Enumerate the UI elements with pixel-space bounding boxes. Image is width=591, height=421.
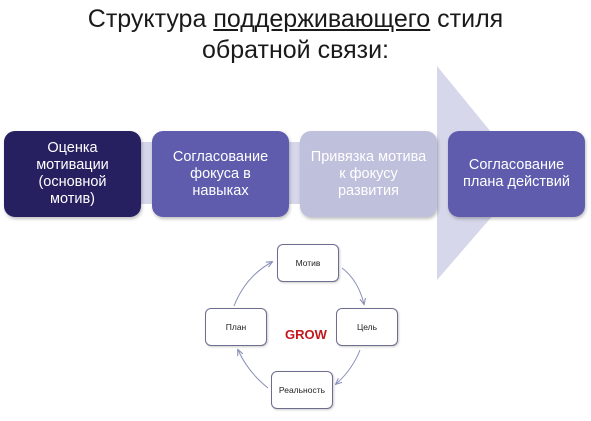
cycle-node-plan: План bbox=[205, 308, 267, 346]
title-underlined-word: поддерживающего bbox=[213, 5, 431, 33]
grow-label: GROW bbox=[285, 327, 327, 342]
title-line2: обратной связи: bbox=[202, 36, 389, 64]
slide-title: Структура поддерживающего стиля обратной… bbox=[0, 4, 591, 66]
cycle-node-goal: Цель bbox=[336, 308, 398, 346]
step3-line1: Привязка мотива bbox=[310, 148, 427, 165]
step1-line2: мотивации bbox=[36, 157, 109, 173]
step1-line4: мотив) bbox=[49, 191, 95, 207]
step-motivation-assessment: Оценка мотивации (основной мотив) bbox=[4, 131, 141, 217]
cycle-arrow-cel-to-real bbox=[336, 349, 361, 384]
step3-line3: развития bbox=[337, 182, 399, 199]
title-part1: Структура bbox=[87, 5, 214, 33]
step-skills-focus: Согласование фокуса в навыках bbox=[152, 131, 289, 217]
step4-line2: плана действий bbox=[463, 174, 570, 190]
step-motive-binding: Привязка мотива к фокусу развития bbox=[300, 131, 437, 217]
step1-line3: (основной bbox=[38, 174, 107, 190]
step2-line1: Согласование bbox=[172, 148, 269, 165]
step2-line2: фокуса в bbox=[190, 165, 251, 182]
step3-line2: к фокусу bbox=[339, 165, 398, 182]
cycle-arrow-motiv-to-cel bbox=[341, 267, 364, 304]
cycle-arrow-real-to-plan bbox=[238, 350, 269, 389]
cycle-arrow-plan-to-motiv bbox=[233, 262, 272, 307]
step2-line3: навыках bbox=[192, 182, 249, 199]
cycle-node-motiv: Мотив bbox=[277, 244, 339, 282]
step4-line1: Согласование bbox=[468, 157, 565, 173]
title-part2: стиля bbox=[430, 5, 504, 33]
cycle-node-reality: Реальность bbox=[271, 371, 333, 409]
step-action-plan: Согласование плана действий bbox=[448, 131, 585, 217]
step1-line1: Оценка bbox=[47, 140, 98, 156]
